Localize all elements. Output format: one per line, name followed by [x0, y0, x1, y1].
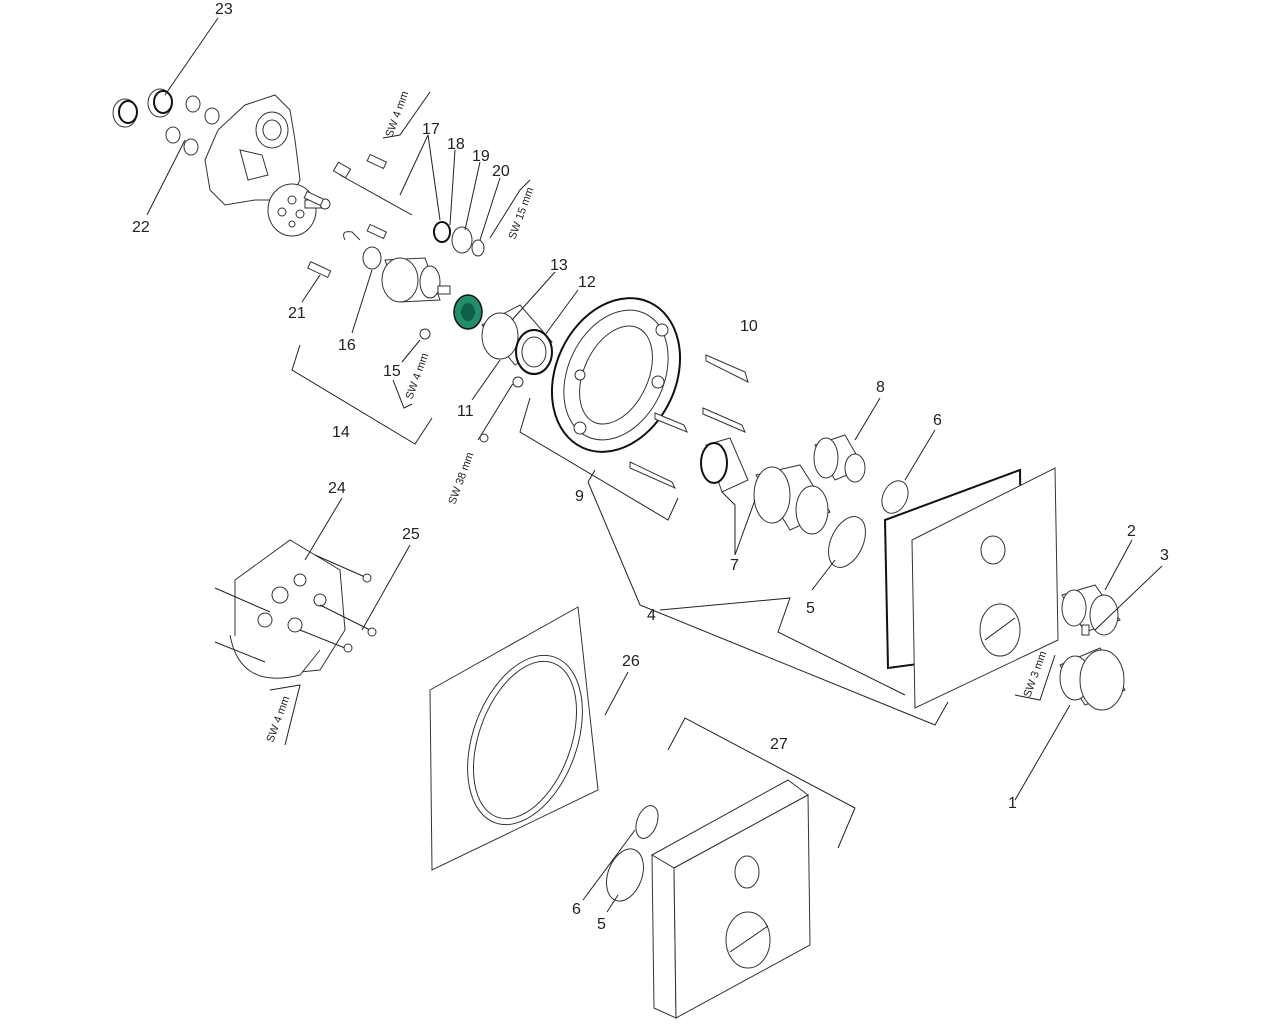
screws-part-25 — [214, 554, 377, 663]
label-21: 21 — [288, 305, 306, 322]
label-8: 8 — [876, 379, 885, 396]
cover-plate-part-27 — [650, 779, 811, 1019]
nipple-part-23 — [112, 88, 220, 128]
label-2: 2 — [1127, 523, 1136, 540]
o-rings-parts-5-6 — [828, 480, 909, 568]
label-6-lower: 6 — [572, 901, 581, 918]
hex-key-sw4-bottom: SW 4 mm — [265, 684, 301, 746]
label-5: 5 — [806, 600, 815, 617]
label-7: 7 — [730, 557, 739, 574]
label-27: 27 — [770, 736, 788, 753]
label-9: 9 — [575, 488, 584, 505]
label-3: 3 — [1160, 547, 1169, 564]
screws-part-10 — [629, 354, 749, 490]
label-10: 10 — [740, 318, 758, 335]
knob-part-1 — [1059, 647, 1126, 711]
label-11: 11 — [457, 403, 474, 420]
label-6: 6 — [933, 412, 942, 429]
cartridge-parts-18-20: SW 15 mm — [433, 179, 537, 257]
label-17: 17 — [422, 121, 440, 138]
tool-label-sw38: SW 38 mm — [447, 451, 477, 506]
thermostat-cartridge-part-14 — [381, 257, 451, 340]
wrench-sw38: SW 38 mm — [447, 376, 524, 506]
tool-label-sw3: SW 3 mm — [1022, 650, 1050, 699]
label-15: 15 — [383, 363, 401, 380]
green-adapter — [453, 294, 483, 330]
set-screw-part-3 — [1081, 624, 1090, 636]
label-23: 23 — [215, 1, 233, 18]
label-14: 14 — [332, 424, 350, 441]
clip-part-16 — [343, 223, 388, 270]
label-26: 26 — [622, 653, 640, 670]
label-24: 24 — [328, 480, 346, 497]
o-rings-lower — [606, 805, 659, 902]
label-22: 22 — [132, 219, 150, 236]
label-25: 25 — [402, 526, 420, 543]
label-18: 18 — [447, 136, 465, 153]
tool-label-sw15: SW 15 mm — [507, 186, 537, 241]
tool-label-sw4-top: SW 4 mm — [384, 90, 412, 139]
extension-part-7 — [700, 437, 831, 535]
knob-sleeve-part-2 — [1061, 584, 1121, 636]
label-4: 4 — [647, 607, 656, 624]
o-rings-part-22 — [165, 126, 199, 156]
label-1: 1 — [1008, 795, 1017, 812]
rough-plate-part-24 — [229, 539, 346, 679]
label-12: 12 — [578, 274, 596, 291]
label-16: 16 — [338, 337, 356, 354]
sleeve-part-13 — [481, 304, 553, 375]
screw-part-21 — [307, 261, 332, 279]
label-5-lower: 5 — [597, 916, 606, 933]
label-19: 19 — [472, 148, 490, 165]
frame-part-26 — [429, 606, 599, 871]
mounting-plate-part-9 — [550, 297, 682, 453]
trim-plate-square — [883, 467, 1059, 709]
cylinder-part-8 — [813, 434, 866, 483]
valve-body — [204, 94, 331, 237]
tool-label-sw4-mid: SW 4 mm — [404, 352, 432, 401]
tool-label-sw4-bottom: SW 4 mm — [265, 695, 293, 744]
label-20: 20 — [492, 163, 510, 180]
leader-lines — [146, 17, 1163, 913]
label-13: 13 — [550, 257, 568, 274]
spindle-rod-part-17 — [303, 153, 413, 216]
